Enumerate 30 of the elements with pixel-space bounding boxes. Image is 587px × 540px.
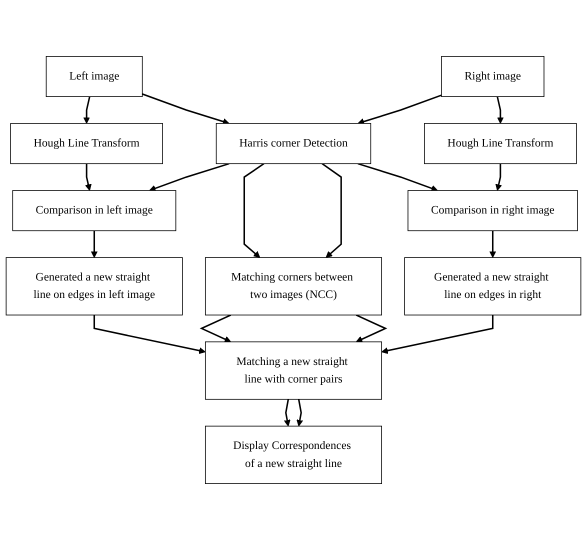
arrow <box>142 93 230 125</box>
arrow <box>90 230 98 258</box>
node-box: Comparison in left image <box>12 190 176 232</box>
arrow <box>83 96 90 124</box>
node-box: Generated a new straight line on edges in right <box>404 257 582 316</box>
arrow <box>496 96 504 124</box>
arrow <box>200 314 232 342</box>
arrow <box>284 399 290 426</box>
node-box: Right image <box>441 56 544 97</box>
arrow <box>358 162 438 192</box>
node-box: Comparison in right image <box>408 190 578 232</box>
arrow <box>495 164 502 191</box>
arrow <box>381 315 494 354</box>
node-box: Display Correspondences of a new straight line <box>205 426 382 484</box>
arrow <box>358 94 442 125</box>
arrow <box>93 315 206 354</box>
arrow <box>322 163 342 258</box>
arrow <box>85 164 92 191</box>
arrow <box>149 162 230 192</box>
node-box: Harris corner Detection <box>216 123 372 164</box>
node-box: Matching a new straight line with corner pairs <box>205 341 382 400</box>
node-box: Hough Line Transform <box>424 123 577 164</box>
arrow <box>243 163 264 258</box>
node-box: Hough Line Transform <box>10 123 163 164</box>
node-box: Matching corners between two images (NCC) <box>205 257 382 316</box>
node-box: Generated a new straight line on edges in left image <box>6 257 183 316</box>
node-box: Left image <box>46 56 143 97</box>
arrow <box>296 399 304 426</box>
arrow <box>356 314 388 342</box>
arrow <box>489 230 496 258</box>
